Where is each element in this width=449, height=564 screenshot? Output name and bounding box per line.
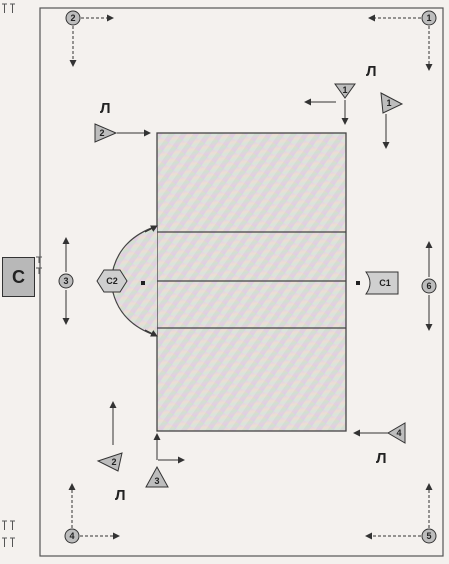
position-1: 1 [421, 10, 437, 26]
player-label-top-right: Л [366, 63, 377, 80]
tick-marks [2, 3, 42, 547]
svg-text:2: 2 [70, 13, 75, 23]
setter-c1: С1 [365, 271, 399, 295]
position-6: 6 [421, 278, 437, 294]
position-2: 2 [65, 10, 81, 26]
svg-text:1: 1 [426, 13, 431, 23]
svg-text:5: 5 [426, 531, 431, 541]
dashed-arrows [68, 14, 433, 540]
field-border [39, 7, 444, 557]
player-triangle-2b: 2 [96, 452, 123, 472]
setter-c2-marker [141, 281, 145, 285]
position-5: 5 [421, 528, 437, 544]
side-box: С [2, 257, 35, 297]
player-triangle-1b: 1 [380, 92, 404, 114]
svg-text:С1: С1 [379, 278, 391, 288]
svg-text:1: 1 [386, 98, 391, 108]
svg-text:6: 6 [426, 281, 431, 291]
court [156, 132, 347, 432]
svg-text:1: 1 [342, 85, 347, 95]
player-label-top-left: Л [100, 100, 111, 117]
player-triangle-4: 4 [387, 422, 406, 444]
svg-text:2: 2 [111, 457, 116, 467]
setter-c1-marker [356, 281, 360, 285]
player-label-bottom-left: Л [115, 487, 126, 504]
svg-text:3: 3 [63, 276, 68, 286]
svg-text:4: 4 [396, 428, 401, 438]
arc-arrow-bottom [144, 329, 158, 337]
svg-text:2: 2 [99, 128, 104, 138]
setter-c2: С2 [96, 269, 128, 293]
player-triangle-2a: 2 [94, 123, 118, 143]
svg-text:3: 3 [154, 476, 159, 486]
player-triangle-1a: 1 [334, 83, 356, 99]
svg-text:4: 4 [69, 531, 74, 541]
player-triangle-3: 3 [145, 465, 169, 488]
position-4: 4 [64, 528, 80, 544]
arc-arrow-top [144, 225, 158, 233]
position-3: 3 [58, 273, 74, 289]
svg-text:С2: С2 [106, 276, 118, 286]
solid-arrows [62, 98, 433, 464]
player-label-bottom-right: Л [376, 450, 387, 467]
